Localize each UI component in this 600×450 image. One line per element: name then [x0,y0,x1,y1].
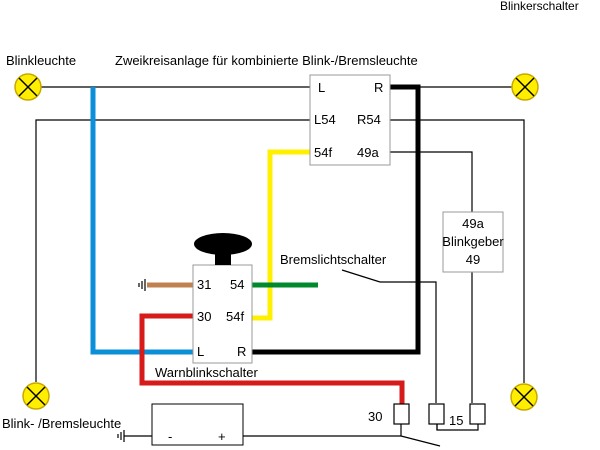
warn-switch-knob [194,233,252,255]
relay-r-label: R [374,80,383,95]
red-wire [139,313,405,404]
diagram-title: Zweikreisanlage für kombinierte Blink-/B… [115,53,418,68]
brake-switch-lever [341,269,381,283]
wire-fuse-15-bridge [436,424,479,431]
fuse-15-right [469,403,486,425]
relay-r54-label: R54 [357,112,381,127]
yellow-wire [252,149,310,321]
warnblinkschalter-label: Warnblinkschalter [155,365,259,380]
battery-plus-label: + [218,429,226,444]
blink-bremsleuchte-label: Blink- /Bremsleuchte [2,416,121,431]
relay-l54-label: L54 [314,112,336,127]
ignition-switch-lever [400,435,441,447]
blinkgeber-name-label: Blinkgeber [442,234,504,249]
battery [151,403,244,446]
thin-wires [35,86,525,447]
ground-symbol-battery [117,430,125,442]
bremslichtschalter-label: Bremslichtschalter [280,252,387,267]
warn-54f-label: 54f [226,309,244,324]
warn-31-label: 31 [197,277,211,292]
warn-r-label: R [237,344,246,359]
relay-49a-label: 49a [357,145,379,160]
wire-l54-to-bottom-left-lamp [35,119,310,382]
lamp-top-right [511,73,539,101]
warn-switch-box [192,264,253,364]
blue-wire [90,87,193,355]
blinkgeber-49-label: 49 [466,252,480,267]
blinkgeber-box [442,211,504,273]
blinkerschalter-label: Blinkerschalter [500,0,579,13]
fuse-15-label: 15 [449,413,463,428]
warn-54-label: 54 [230,277,244,292]
lamp-bottom-right [510,383,538,411]
blinkgeber-49a-label: 49a [462,216,484,231]
lamp-bottom-left [22,382,50,410]
fuse-30 [393,403,410,425]
wire-49a-to-blinkgeber [390,151,473,212]
warn-l-label: L [197,344,204,359]
black-thick-wire [252,84,421,355]
relay-box [309,74,391,166]
blinkleuchte-label: Blinkleuchte [6,53,76,68]
relay-54f-label: 54f [314,145,332,160]
ground-symbol-warn [138,279,146,291]
fuse-15-left [428,403,445,425]
fuse-30-label: 30 [368,409,382,424]
relay-l-label: L [318,80,325,95]
wire-brake-switch-to-fuse [380,281,437,403]
warn-30-label: 30 [197,309,211,324]
lamp-top-left [14,73,42,101]
wire-r54-to-bottom-right-lamp [390,119,525,383]
battery-minus-label: - [168,429,172,444]
